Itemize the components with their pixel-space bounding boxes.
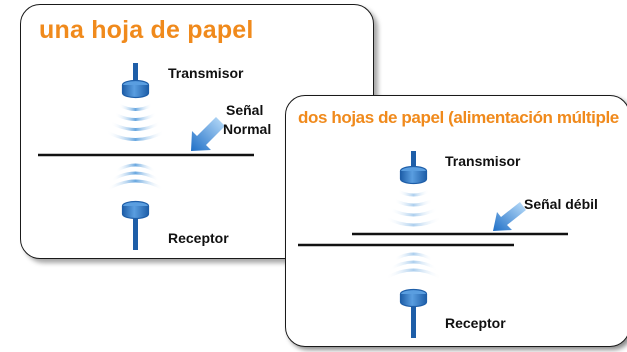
signal-label-line1: Señal <box>226 102 264 118</box>
transmitter-label: Transmisor <box>168 65 244 81</box>
signal-label: Señal débil <box>524 196 598 212</box>
signal-arrow-icon <box>493 202 526 231</box>
signal-arrow-icon <box>191 117 225 151</box>
signal-waves-top <box>105 103 166 141</box>
transmitter-sensor-icon <box>121 63 150 99</box>
receiver-label: Receptor <box>168 230 229 246</box>
receiver-sensor-icon <box>121 200 150 250</box>
single-sheet-diagram <box>38 63 254 250</box>
receiver-sensor-icon <box>399 288 428 338</box>
panel-title: dos hojas de papel (alimentación múltipl… <box>298 108 619 127</box>
receiver-label: Receptor <box>445 315 506 331</box>
double-sheet-panel: dos hojas de papel (alimentación múltipl… <box>285 95 627 347</box>
signal-waves-top <box>384 189 443 227</box>
signal-waves-bottom <box>384 252 443 280</box>
transmitter-label: Transmisor <box>445 153 521 169</box>
double-sheet-diagram <box>298 151 568 338</box>
transmitter-sensor-icon <box>399 151 428 185</box>
panel-title: una hoja de papel <box>39 16 254 44</box>
signal-waves-bottom <box>106 163 165 191</box>
signal-label-line2: Normal <box>223 121 272 137</box>
